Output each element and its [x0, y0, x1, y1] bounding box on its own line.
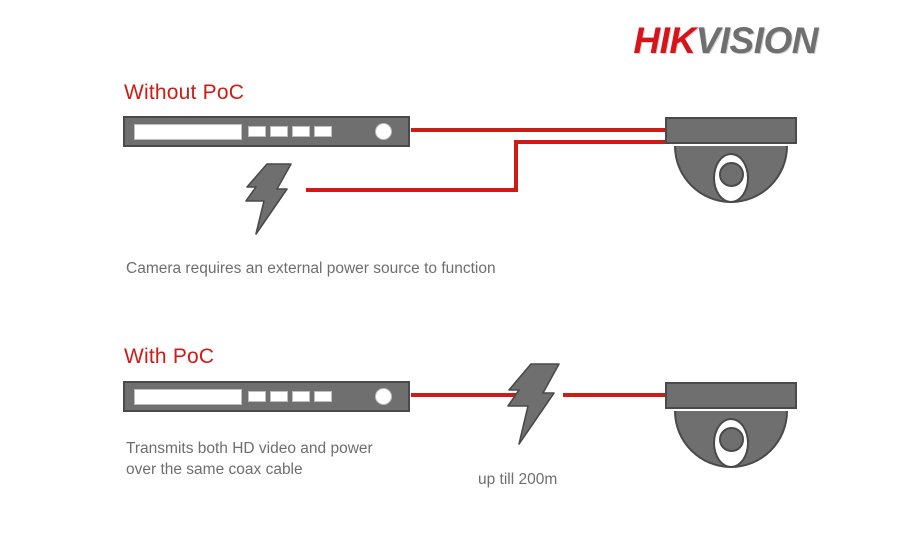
- lightning-bolt-icon-poc: [507, 363, 560, 445]
- dvr-button-row: [248, 391, 332, 402]
- lightning-bolt-icon-external-power: [245, 163, 292, 235]
- dvr-key-1[interactable]: [248, 126, 266, 137]
- power-cable-riser-without-poc: [514, 140, 518, 192]
- camera-mounting-plate: [665, 382, 797, 409]
- camera-mounting-plate: [665, 117, 797, 144]
- dvr-recorder-with-poc[interactable]: [123, 381, 410, 412]
- dvr-power-knob[interactable]: [375, 388, 392, 405]
- dvr-key-3[interactable]: [292, 126, 310, 137]
- coax-cable-right-with-poc: [563, 393, 666, 397]
- logo-text-hik: HIK: [633, 19, 696, 61]
- dvr-display-panel: [134, 389, 242, 405]
- dvr-recorder-without-poc[interactable]: [123, 116, 410, 147]
- camera-lens: [719, 162, 744, 187]
- dvr-key-4[interactable]: [314, 126, 332, 137]
- camera-lens: [719, 427, 744, 452]
- video-cable-without-poc: [411, 128, 666, 132]
- dvr-key-3[interactable]: [292, 391, 310, 402]
- dvr-power-knob[interactable]: [375, 123, 392, 140]
- dome-camera-without-poc[interactable]: [665, 117, 797, 209]
- dvr-key-2[interactable]: [270, 126, 288, 137]
- caption-without-poc: Camera requires an external power source…: [126, 260, 496, 277]
- section-title-without-poc: Without PoC: [124, 81, 245, 104]
- power-cable-to-camera-without-poc: [514, 140, 666, 144]
- dvr-button-row: [248, 126, 332, 137]
- section-title-with-poc: With PoC: [124, 345, 215, 368]
- power-cable-run-without-poc: [306, 188, 518, 192]
- logo-text-vision: VISION: [695, 19, 819, 61]
- caption-with-poc: Transmits both HD video and power over t…: [126, 440, 373, 478]
- dvr-key-4[interactable]: [314, 391, 332, 402]
- dome-camera-with-poc[interactable]: [665, 382, 797, 474]
- poc-distance-label: up till 200m: [478, 471, 558, 488]
- dvr-key-1[interactable]: [248, 391, 266, 402]
- dvr-key-2[interactable]: [270, 391, 288, 402]
- dvr-display-panel: [134, 124, 242, 140]
- coax-cable-left-with-poc: [411, 393, 517, 397]
